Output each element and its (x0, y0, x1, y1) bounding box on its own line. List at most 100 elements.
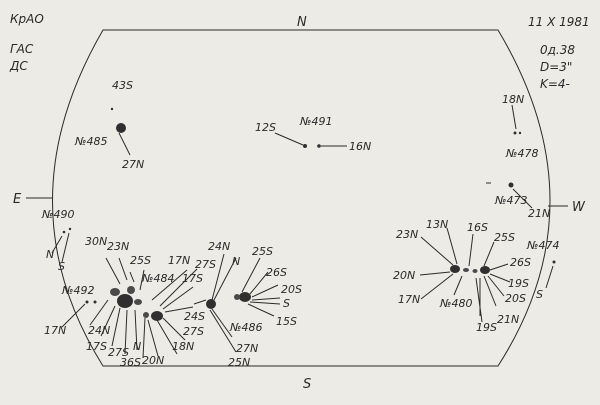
group-484-label-7: 27S (183, 325, 204, 338)
group-484-label-4: 17S (182, 272, 203, 285)
group-480-label-0: 23N (396, 228, 418, 241)
north-label: N (297, 15, 307, 30)
sunspot (472, 269, 478, 273)
group-484-label-8: 18N (172, 340, 194, 353)
group-484-label-5: 27S (195, 258, 216, 271)
quality-label: K=4- (540, 77, 570, 91)
sunspot (116, 123, 126, 133)
sunspot (206, 299, 216, 309)
sunspot (513, 131, 517, 135)
sunspot (480, 266, 490, 274)
group-492-label-2: 17S (86, 340, 107, 353)
group-490-id: №490 (41, 208, 74, 221)
group-486-label-8: 25N (228, 356, 250, 369)
group-484-label-0: 30N (85, 235, 107, 248)
group-492-id: №492 (61, 284, 94, 297)
sunspot (239, 292, 251, 302)
sunspot (110, 107, 114, 111)
sunspot (62, 230, 66, 234)
group-484-label-6: 24S (184, 310, 205, 323)
group-474: №474 S (526, 239, 559, 301)
sunspot (110, 288, 120, 296)
group-480-label-7: 20S (505, 292, 526, 305)
group-474-id: №474 (526, 239, 559, 252)
sunspot (85, 300, 89, 304)
group-480-label-6: 19S (508, 277, 529, 290)
group-480-label-2: 16S (467, 221, 488, 234)
diameter-label: D=3" (540, 60, 572, 74)
group-485-label-1: 27N (122, 158, 144, 171)
group-486: 24N N 25S 26S 20S S 15S №486 27N 25N (193, 240, 302, 369)
group-484-label-11: N (133, 340, 141, 353)
group-484: 30N 23N 25S №484 17N 17S 27S 24S 27S 18N… (85, 235, 216, 369)
group-485-label-0: 43S (112, 79, 133, 92)
sunspot (518, 131, 522, 135)
group-484-label-9: 20N (142, 354, 164, 367)
group-480-label-1: 13N (426, 218, 448, 231)
group-486-label-1: N (232, 255, 240, 268)
sunspot (151, 311, 163, 321)
group-492-label-3: 27S (108, 346, 129, 359)
group-480-label-9: 21N (497, 313, 519, 326)
group-474-label-0: S (536, 288, 543, 301)
sunspot (117, 294, 133, 308)
group-484-label-3: 17N (168, 254, 190, 267)
solar-disk-outline (52, 29, 551, 367)
south-label: S (303, 377, 311, 392)
west-label: W (572, 200, 586, 215)
east-label: E (13, 192, 22, 207)
instrument-label: ГАС (10, 42, 34, 56)
group-485-id: №485 (74, 135, 107, 148)
group-485: 43S №485 27N (74, 79, 144, 171)
sunspot (93, 300, 97, 304)
group-478-id: №478 (505, 147, 538, 160)
group-484-label-1: 23N (107, 240, 129, 253)
group-491-id: №491 (299, 115, 332, 128)
group-484-label-2: 25S (130, 254, 151, 267)
group-480: 23N 13N 16S 25S 26S 20N 19S 20S 17N №480… (393, 218, 531, 334)
group-480-label-4: 26S (510, 256, 531, 269)
sunspot (450, 265, 460, 273)
sunspot (317, 144, 321, 148)
sunspot (234, 294, 240, 300)
group-492-label-1: 24N (88, 324, 110, 337)
group-484-id: №484 (141, 272, 174, 285)
sunspot (143, 312, 149, 318)
group-492-label-0: 17N (44, 324, 66, 337)
group-478-label-0: 18N (502, 93, 524, 106)
group-490-label-0: N (46, 248, 54, 261)
group-486-label-5: S (283, 297, 290, 310)
sunspot (134, 299, 142, 305)
group-473-label-0: 21N (528, 207, 550, 220)
sunspot (68, 227, 72, 231)
group-480-label-3: 25S (494, 231, 515, 244)
group-491-label-0: 12S (255, 121, 276, 134)
sunspot (552, 260, 556, 264)
group-491-label-1: 16N (349, 140, 371, 153)
time-label: 0д.38 (540, 43, 575, 57)
sunspot (303, 144, 307, 148)
sunspot (463, 268, 469, 272)
group-480-label-8: 17N (398, 293, 420, 306)
group-486-label-2: 25S (252, 245, 273, 258)
sunspot (127, 286, 135, 294)
group-490: №490 N S (41, 208, 74, 273)
mode-label: ДС (9, 59, 28, 73)
group-484-label-10: 36S (120, 356, 141, 369)
group-478: 18N №478 (502, 93, 538, 160)
group-486-label-6: 15S (276, 315, 297, 328)
group-473-id: №473 (494, 194, 527, 207)
group-480-label-5: 20N (393, 269, 415, 282)
sunspot (508, 182, 514, 188)
group-491: №491 12S 16N (255, 115, 371, 153)
group-486-id: №486 (229, 321, 262, 334)
group-480-label-10: 19S (476, 321, 497, 334)
group-486-label-0: 24N (208, 240, 230, 253)
group-486-label-3: 26S (266, 266, 287, 279)
group-480-id: №480 (439, 297, 472, 310)
group-490-label-1: S (58, 260, 65, 273)
date-label: 11 X 1981 (528, 15, 590, 29)
group-486-label-7: 27N (236, 342, 258, 355)
observatory-label: КрАО (10, 12, 44, 26)
